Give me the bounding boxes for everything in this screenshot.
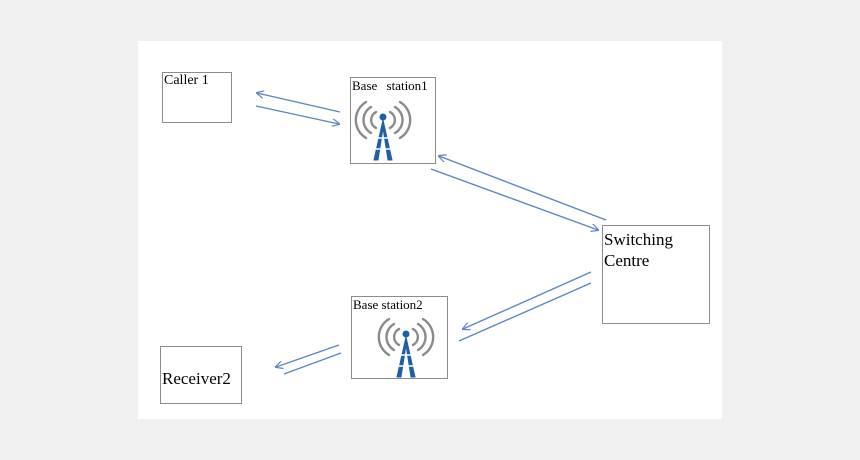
- arrow-switching-to-bs1: [439, 156, 607, 221]
- arrow-caller1-to-bs1: [255, 105, 339, 124]
- base-station2-label: Base station2: [353, 297, 423, 312]
- base-station2-box: Base station2: [351, 296, 448, 379]
- arrow-switching-to-bs2: [463, 271, 592, 329]
- arrow-line-lower: [283, 352, 342, 375]
- receiver2-label: Receiver2: [162, 369, 231, 388]
- arrow-bs2-to-switching: [458, 282, 592, 342]
- receiver2-box: Receiver2: [160, 346, 242, 404]
- arrow-bs1-to-switching: [430, 168, 598, 230]
- base-station1-box: Base station1: [350, 77, 436, 164]
- base-station1-label: Base station1: [352, 78, 428, 93]
- arrow-bs1-to-caller1: [257, 93, 341, 113]
- switching-centre-label: Switching Centre: [604, 230, 673, 270]
- antenna-tower-icon: [377, 317, 435, 378]
- caller1-label: Caller 1: [164, 73, 209, 88]
- antenna-tower-icon: [354, 100, 412, 161]
- caller1-box: Caller 1: [162, 72, 232, 123]
- switching-centre-box: Switching Centre: [602, 225, 710, 324]
- arrow-bs2-to-receiver2: [276, 344, 340, 367]
